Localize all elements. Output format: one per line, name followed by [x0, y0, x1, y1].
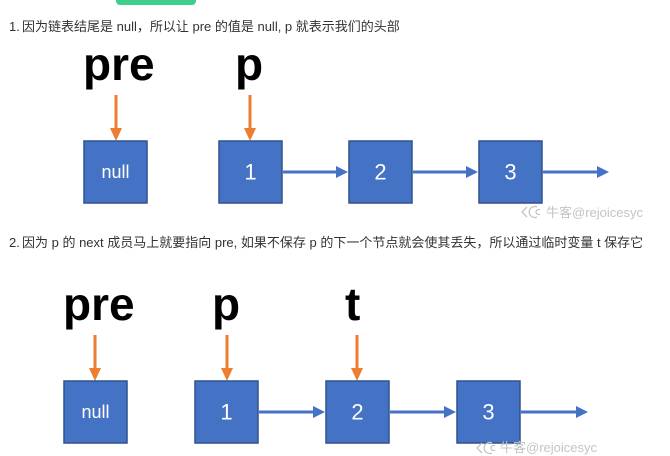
watermark-text: 牛客@rejoicesyc [500, 440, 597, 455]
node-box [348, 140, 413, 204]
diagram-1: pre p null 1 2 3 [83, 40, 643, 220]
link-arrow [543, 166, 609, 178]
pointer-arrow-p [221, 335, 233, 381]
pointer-label-t: t [345, 280, 360, 330]
node-box [218, 140, 283, 204]
node-box [456, 380, 521, 444]
watermark: 牛客@rejoicesyc [476, 440, 597, 455]
node-box [478, 140, 543, 204]
pointer-arrow-p [244, 95, 256, 141]
node-label: 1 [244, 160, 256, 185]
pointer-arrow-pre [89, 335, 101, 381]
pointer-label-p: p [212, 280, 240, 330]
list-node-1: 1 [194, 380, 259, 444]
link-arrow [390, 406, 456, 418]
node-label: 2 [374, 160, 386, 185]
link-arrow [521, 406, 588, 418]
pointer-label-pre: pre [83, 40, 155, 90]
step-text: 因为 p 的 next 成员马上就要指向 pre, 如果不保存 p 的下一个节点… [22, 235, 644, 250]
list-node-2: 2 [348, 140, 413, 204]
node-box [325, 380, 390, 444]
diagram-2: pre p t null 1 2 3 [63, 280, 597, 455]
list-node-null: null [63, 380, 128, 444]
node-box [194, 380, 259, 444]
step-number: 2. [9, 235, 20, 250]
list-node-1: 1 [218, 140, 283, 204]
node-label: 3 [504, 160, 516, 185]
node-label: 3 [482, 400, 494, 425]
node-label: null [101, 162, 129, 182]
pointer-arrow-pre [110, 95, 122, 141]
list-node-2: 2 [325, 380, 390, 444]
pointer-arrow-t [351, 335, 363, 381]
link-arrow [413, 166, 478, 178]
step-number: 1. [9, 19, 20, 34]
step-1: 1. 因为链表结尾是 null，所以让 pre 的值是 null, p 就表示我… [0, 16, 660, 38]
node-box [63, 380, 128, 444]
step-text: 因为链表结尾是 null，所以让 pre 的值是 null, p 就表示我们的头… [22, 19, 400, 34]
pointer-label-p: p [235, 40, 263, 90]
node-label: null [81, 402, 109, 422]
link-arrow [283, 166, 348, 178]
list-node-3: 3 [478, 140, 543, 204]
node-box [83, 140, 148, 204]
node-label: 1 [220, 400, 232, 425]
list-node-3: 3 [456, 380, 521, 444]
pointer-label-pre: pre [63, 280, 135, 330]
nowcoder-logo-icon [476, 441, 496, 455]
list-node-null: null [83, 140, 148, 204]
top-green-tab[interactable] [116, 0, 196, 5]
node-label: 2 [351, 400, 363, 425]
step-2: 2. 因为 p 的 next 成员马上就要指向 pre, 如果不保存 p 的下一… [0, 232, 660, 254]
nowcoder-logo-icon [521, 205, 541, 219]
watermark-text: 牛客@rejoicesyc [546, 205, 643, 220]
link-arrow [259, 406, 325, 418]
watermark: 牛客@rejoicesyc [521, 205, 643, 220]
